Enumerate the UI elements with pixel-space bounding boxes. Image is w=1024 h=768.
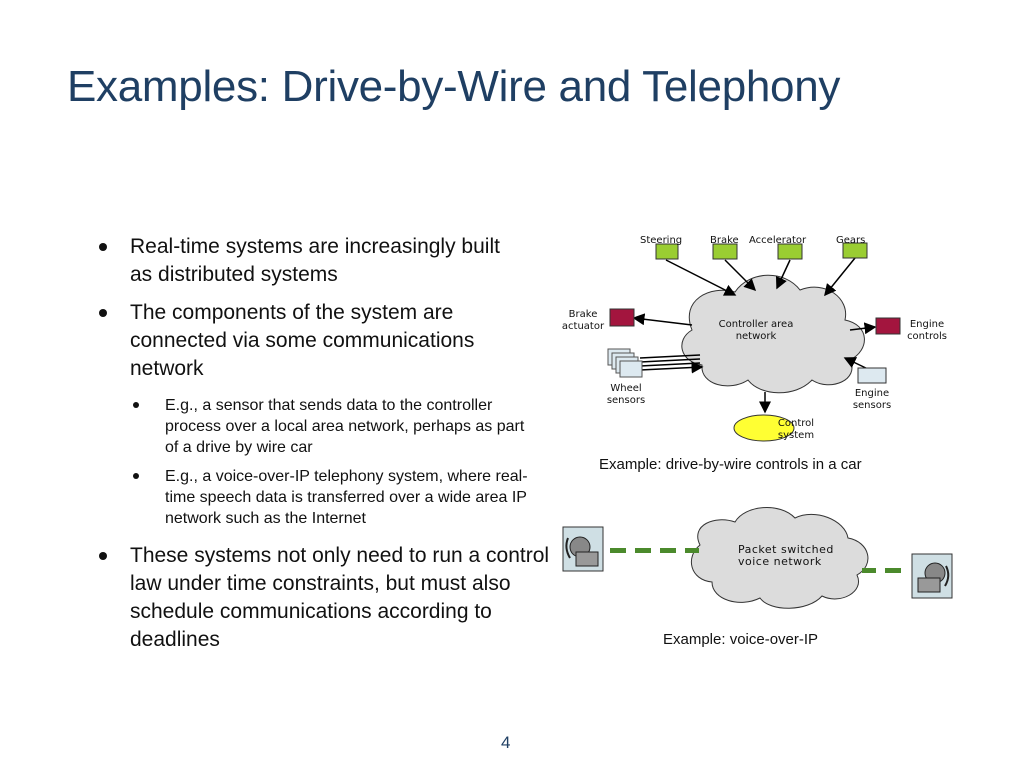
bullet-1-text: Real-time systems are increasingly built… bbox=[130, 235, 500, 286]
sub-bullet-2-text: E.g., a voice-over-IP telephony system, … bbox=[165, 468, 528, 527]
control-system-label: Control system bbox=[777, 418, 815, 441]
engine-controls-box bbox=[875, 317, 901, 335]
voip-link-right bbox=[862, 568, 901, 573]
bullet-dot bbox=[99, 552, 107, 560]
page-number: 4 bbox=[501, 733, 511, 752]
accelerator-label: Accelerator bbox=[749, 235, 807, 246]
accelerator-box bbox=[777, 243, 803, 260]
wheel-arrow-2 bbox=[639, 358, 701, 363]
brake-actuator-label: Brake actuator bbox=[561, 309, 605, 332]
gears-label: Gears bbox=[836, 235, 866, 246]
actuator-arrow bbox=[632, 313, 693, 326]
gears-box bbox=[842, 242, 868, 259]
controller-network-label: Controller area network bbox=[718, 319, 794, 342]
control-system-ellipse bbox=[733, 414, 795, 442]
brake-arrow bbox=[724, 259, 757, 292]
sub-bullet-1-text: E.g., a sensor that sends data to the co… bbox=[165, 397, 525, 456]
sub-bullet-1: E.g., a sensor that sends data to the co… bbox=[133, 395, 535, 458]
wheel-arrow-4 bbox=[639, 361, 704, 374]
sub-bullet-2: E.g., a voice-over-IP telephony system, … bbox=[133, 466, 540, 529]
voip-link-left bbox=[610, 548, 699, 553]
phone-left-icon bbox=[562, 526, 604, 572]
brake-label: Brake bbox=[710, 235, 739, 246]
engine-sensors-box bbox=[857, 367, 887, 384]
bullet-2: The components of the system are connect… bbox=[99, 299, 530, 383]
accelerator-arrow bbox=[775, 259, 791, 290]
brake-box bbox=[712, 243, 738, 260]
wheel-sensors-label: Wheel sensors bbox=[606, 383, 646, 406]
bullet-1: Real-time systems are increasingly built… bbox=[99, 233, 520, 289]
engine-sensors-label: Engine sensors bbox=[852, 388, 892, 411]
sub-bullet-dot bbox=[133, 402, 139, 408]
bullet-dot bbox=[99, 243, 107, 251]
wheel-arrow-3 bbox=[639, 362, 701, 367]
sub-bullet-dot bbox=[133, 473, 139, 479]
voip-caption: Example: voice-over-IP bbox=[663, 631, 819, 648]
drive-by-wire-caption: Example: drive-by-wire controls in a car bbox=[599, 456, 862, 473]
voice-network-cloud bbox=[691, 506, 869, 609]
bullet-3-text: These systems not only need to run a con… bbox=[130, 544, 550, 651]
brake-actuator-box bbox=[609, 308, 635, 327]
engine-controls-label: Engine controls bbox=[907, 319, 947, 342]
bullet-2-text: The components of the system are connect… bbox=[130, 301, 475, 380]
wheel-sensor-box bbox=[619, 360, 643, 378]
steering-box bbox=[655, 243, 679, 260]
steering-arrow bbox=[665, 259, 737, 296]
voice-network-label: Packet switched voice network bbox=[738, 543, 834, 568]
bullet-3: These systems not only need to run a con… bbox=[99, 542, 550, 654]
bullet-dot bbox=[99, 309, 107, 317]
page-title: Examples: Drive-by-Wire and Telephony bbox=[67, 62, 841, 111]
engine-controls-arrow bbox=[849, 322, 877, 335]
gears-arrow bbox=[824, 257, 856, 297]
wheel-arrow-1 bbox=[639, 354, 701, 359]
phone-right-icon bbox=[911, 553, 953, 599]
steering-label: Steering bbox=[640, 235, 683, 246]
